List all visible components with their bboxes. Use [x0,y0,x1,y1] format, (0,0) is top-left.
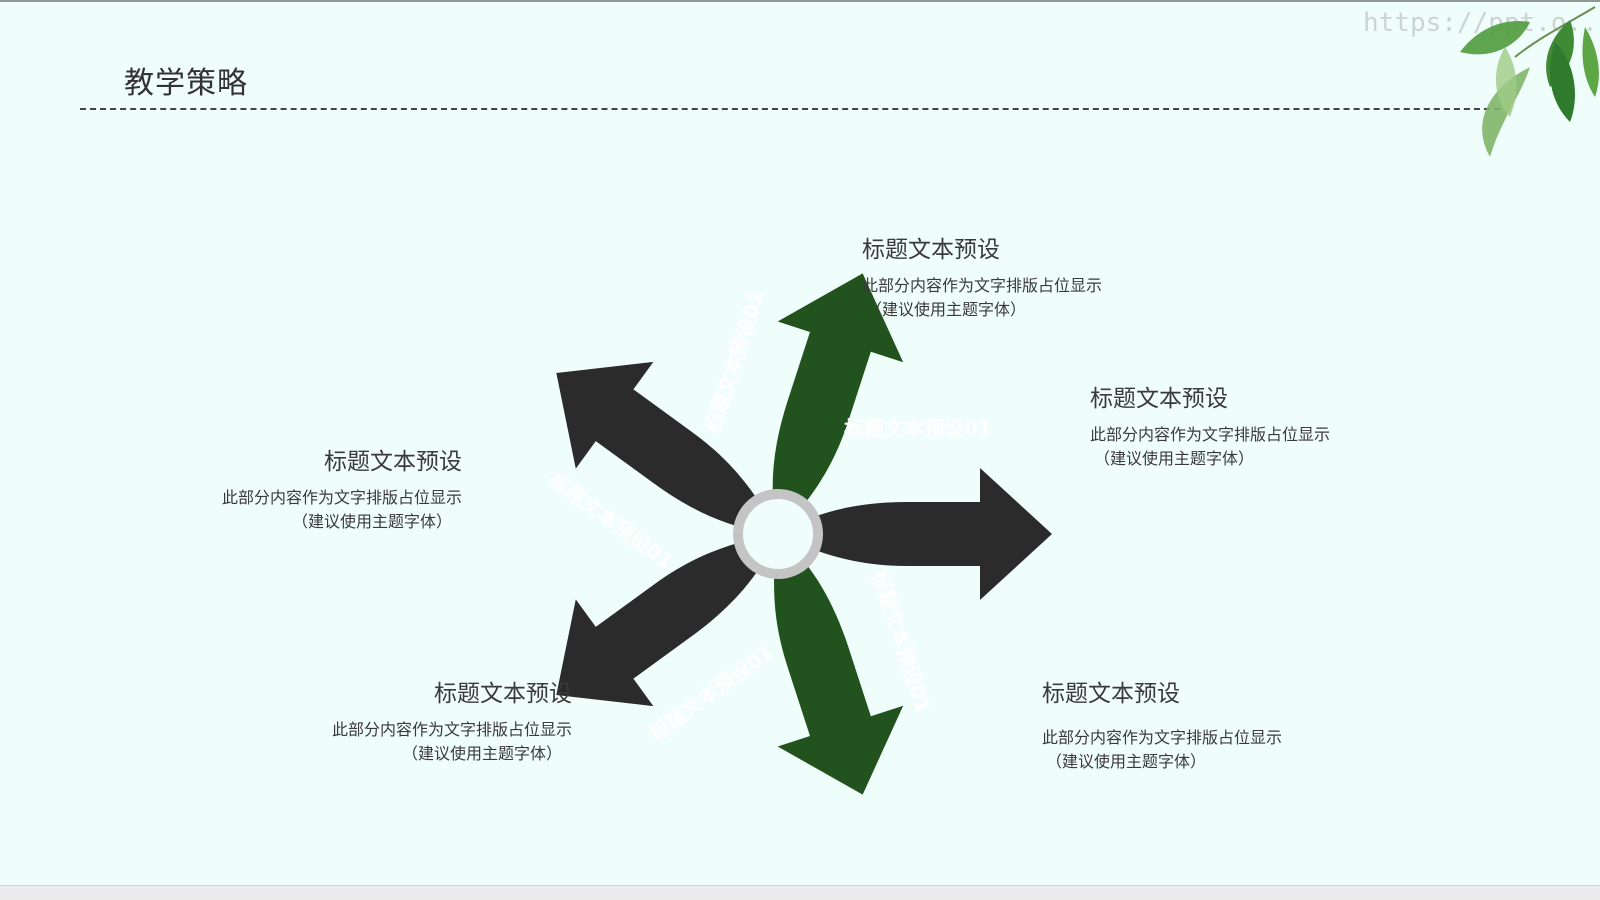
arrow-3 [774,534,904,795]
arrow-1 [772,273,904,534]
block-description: 此部分内容作为文字排版占位显示 [221,488,462,507]
text-block-left: 标题文本预设 此部分内容作为文字排版占位显示 （建议使用主题字体） [162,442,462,534]
block-heading: 标题文本预设 [862,237,1000,263]
arrow-4 [556,534,778,707]
page-title: 教学策略 [124,66,248,101]
block-heading: 标题文本预设 [1090,386,1228,412]
bottom-bar [0,885,1600,900]
block-note: （建议使用主题字体） [866,300,1027,319]
block-heading: 标题文本预设 [324,449,462,475]
block-heading: 标题文本预设 [434,681,572,707]
text-block-bottom-right: 标题文本预设 此部分内容作为文字排版占位显示 （建议使用主题字体） [1042,674,1342,774]
arrow-2 [778,468,1052,600]
text-block-right: 标题文本预设 此部分内容作为文字排版占位显示 （建议使用主题字体） [1090,379,1390,471]
block-description: 此部分内容作为文字排版占位显示 [1042,728,1283,747]
block-description: 此部分内容作为文字排版占位显示 [862,276,1103,295]
arrow-5 [556,361,779,534]
center-ring [733,489,823,579]
block-description: 此部分内容作为文字排版占位显示 [331,720,572,739]
green-leaves-icon [1460,6,1599,157]
block-description: 此部分内容作为文字排版占位显示 [1090,425,1331,444]
block-note: （建议使用主题字体） [291,512,452,531]
text-block-top: 标题文本预设 此部分内容作为文字排版占位显示 （建议使用主题字体） [862,230,1162,322]
arrow-label-2: 标题文本预设01 [844,417,992,441]
text-block-bottom-left: 标题文本预设 此部分内容作为文字排版占位显示 （建议使用主题字体） [272,674,572,766]
block-note: （建议使用主题字体） [401,744,562,763]
arrow-label-1: 标题文本预设01 [700,288,769,436]
block-note: （建议使用主题字体） [1046,752,1207,771]
title-divider [80,108,1500,110]
block-note: （建议使用主题字体） [1094,449,1255,468]
block-heading: 标题文本预设 [1042,681,1180,707]
arrow-label-3: 标题文本预设01 [867,568,936,716]
